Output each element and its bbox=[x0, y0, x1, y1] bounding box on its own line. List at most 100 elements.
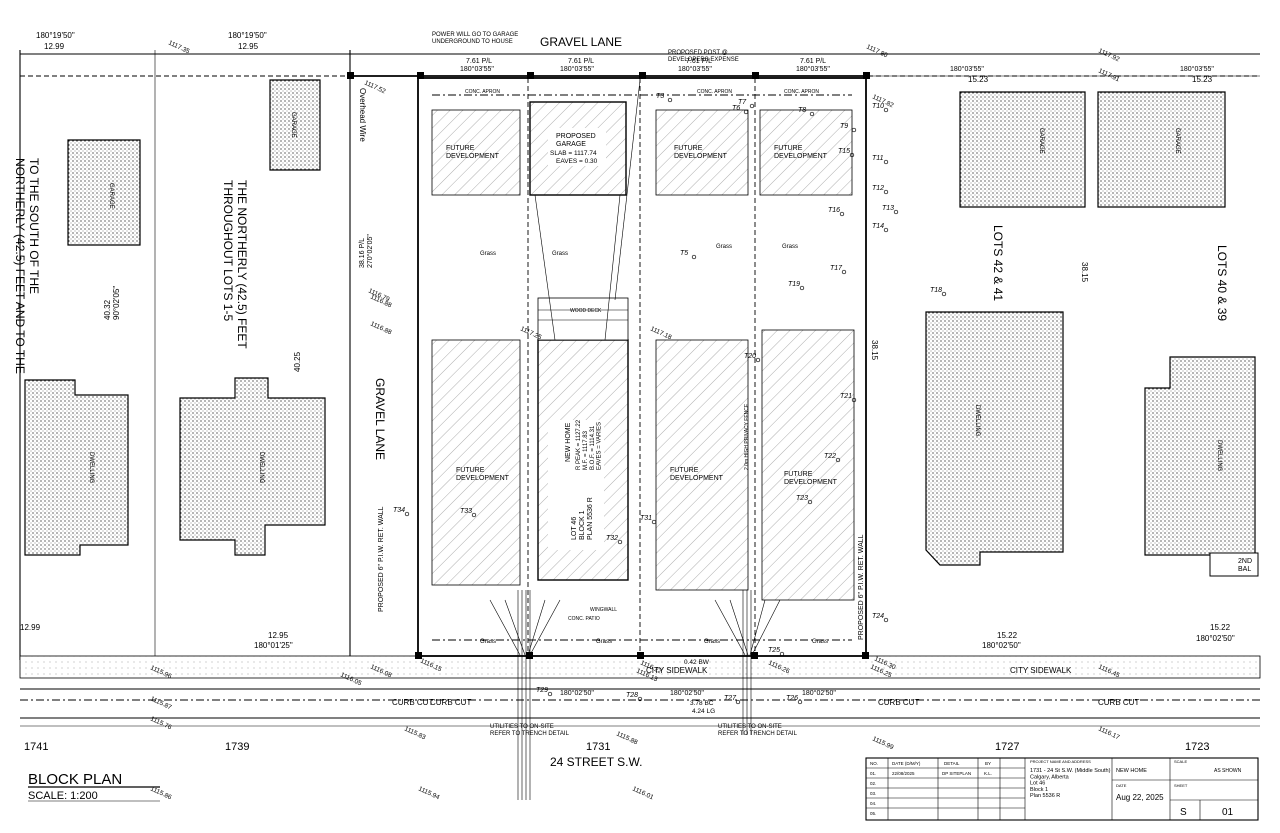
tb-date: Aug 22, 2025 bbox=[1116, 793, 1164, 802]
dim-378: 3.78 BC bbox=[690, 700, 714, 707]
plan-title: BLOCK PLAN bbox=[28, 771, 122, 788]
dwelling-label-1: DWELLING bbox=[88, 452, 94, 484]
address-1741: 1741 bbox=[24, 741, 48, 753]
address-1739: 1739 bbox=[225, 741, 249, 753]
depth-3816: 38.16 P/L270°02'05" bbox=[359, 234, 374, 268]
tree-symbol bbox=[667, 97, 673, 103]
curb-cut-3: CURB CUT bbox=[878, 698, 919, 707]
tree-symbol bbox=[883, 227, 889, 233]
grass-6: Grass bbox=[596, 639, 612, 645]
tb-row4-no: 04. bbox=[870, 801, 876, 806]
tree-symbol bbox=[471, 512, 477, 518]
address-1731: 1731 bbox=[586, 741, 610, 753]
tree-symbol bbox=[547, 691, 553, 697]
tree-symbol bbox=[807, 499, 813, 505]
depth-3815-1: 38.15 bbox=[1080, 262, 1089, 283]
garage-eaves: EAVES = 0.30 bbox=[556, 158, 598, 165]
wingwall: WINGWALL bbox=[590, 607, 617, 613]
new-home-label: NEW HOME bbox=[565, 422, 572, 462]
tree-symbol bbox=[883, 159, 889, 165]
tree-label: T29 bbox=[536, 687, 548, 694]
elevation-label: 1116.17 bbox=[1097, 725, 1121, 741]
sidewalk-label-2: CITY SIDEWALK bbox=[1010, 666, 1072, 675]
tree-symbol bbox=[735, 699, 741, 705]
tb-project: 1731 - 24 St S.W. (Middle South)Calgary,… bbox=[1030, 768, 1111, 799]
conc-apron-1: CONC. APRON bbox=[465, 89, 500, 95]
bearing-bottom-5: 180°02'50" bbox=[802, 689, 836, 697]
tree-symbol bbox=[883, 617, 889, 623]
tb-project-name: NEW HOME bbox=[1116, 768, 1147, 774]
bearing-top-3: 180°03'55" bbox=[678, 65, 712, 73]
bearing-bottom-1: 180°02'50" bbox=[982, 641, 1021, 650]
tree-label: T18 bbox=[930, 287, 942, 294]
tb-row1-no: 01. bbox=[870, 771, 876, 776]
grass-8: Grass bbox=[812, 639, 828, 645]
elevation-label: 1115.88 bbox=[615, 730, 639, 746]
grass-1: Grass bbox=[480, 251, 496, 257]
northerly-note: THE NORTHERLY (42.5) FEETTHROUGHOUT LOTS… bbox=[221, 180, 249, 349]
tree-label: T15 bbox=[838, 148, 850, 155]
tree-label: T27 bbox=[724, 695, 737, 702]
tree-label: T19 bbox=[788, 281, 800, 288]
conc-patio: CONC. PATIO bbox=[568, 616, 600, 622]
tb-date-label: DATE bbox=[1116, 783, 1127, 788]
gravel-lane-side: GRAVEL LANE bbox=[373, 378, 387, 460]
tree-label: T25 bbox=[768, 647, 780, 654]
ret-wall-left: PROPOSED 6" P.I.W. RET. WALL bbox=[378, 506, 385, 612]
tree-symbol bbox=[839, 211, 845, 217]
tree-symbol bbox=[755, 357, 761, 363]
bearing-top-1: 180°03'55" bbox=[460, 65, 494, 73]
privacy-fence: 2.0m HIGH PRIVACY FENCE bbox=[744, 403, 750, 470]
tb-sheet: 01 bbox=[1222, 807, 1234, 818]
plan-scale: SCALE: 1:200 bbox=[28, 790, 98, 802]
grass-5: Grass bbox=[480, 639, 496, 645]
elevation-label: 1116.01 bbox=[631, 785, 655, 801]
tree-label: T11 bbox=[872, 155, 884, 162]
width-1522-1: 15.22 bbox=[997, 631, 1018, 640]
grass-7: Grass bbox=[704, 639, 720, 645]
tree-label: T10 bbox=[872, 103, 884, 110]
elevation-label: 1117.35 bbox=[167, 39, 191, 55]
elevation-label: 1117.92 bbox=[1097, 47, 1121, 63]
bearing-left-1: 180°19'50" bbox=[36, 31, 75, 40]
tree-label: T16 bbox=[828, 207, 840, 214]
elevation-label: 1115.99 bbox=[871, 735, 895, 751]
tree-symbol bbox=[691, 254, 697, 260]
elevation-label: 1115.86 bbox=[149, 785, 173, 801]
pl-top-2: 7.61 P/L bbox=[568, 58, 594, 65]
tb-scale-label: SCALE bbox=[1174, 759, 1187, 764]
bearing-bottom-3: 180°02'50" bbox=[560, 689, 594, 697]
grass-3: Grass bbox=[716, 244, 732, 250]
width-1299-b: 12.99 bbox=[20, 623, 41, 632]
tree-label: T6 bbox=[732, 105, 740, 112]
tree-label: T7 bbox=[738, 99, 747, 106]
pl-top-1: 7.61 P/L bbox=[466, 58, 492, 65]
bearing-bottom-2: 180°02'50" bbox=[1196, 634, 1235, 643]
curb-cut-1: CURB CUT bbox=[392, 698, 433, 707]
curb-cut-2: CURB CUT bbox=[430, 698, 471, 707]
dim-bw: 0.42 BW bbox=[684, 659, 710, 666]
garage-exist-2: GARAGE bbox=[290, 112, 296, 138]
tree-label: T23 bbox=[796, 495, 808, 502]
tb-sheet-label: SHEET bbox=[1174, 783, 1188, 788]
conc-apron-3: CONC. APRON bbox=[784, 89, 819, 95]
pl-top-3: 7.61 P/L bbox=[686, 58, 712, 65]
tree-symbol bbox=[941, 291, 947, 297]
tb-project-label: PROJECT NAME AND ADDRESS bbox=[1030, 759, 1091, 764]
tb-scale: AS SHOWN bbox=[1214, 768, 1242, 774]
tb-row1-by: K.L. bbox=[984, 771, 992, 776]
bearing-top-4: 180°03'55" bbox=[796, 65, 830, 73]
tree-symbol bbox=[637, 696, 643, 702]
lots-40-39: LOTS 40 & 39 bbox=[1215, 245, 1229, 321]
garage-exist-1: GARAGE bbox=[108, 183, 114, 209]
elevation-label: 1117.91 bbox=[1097, 67, 1121, 83]
tree-label: T13 bbox=[882, 205, 894, 212]
tb-header-detail: DETAIL bbox=[944, 761, 960, 766]
tree-symbol bbox=[883, 107, 889, 113]
